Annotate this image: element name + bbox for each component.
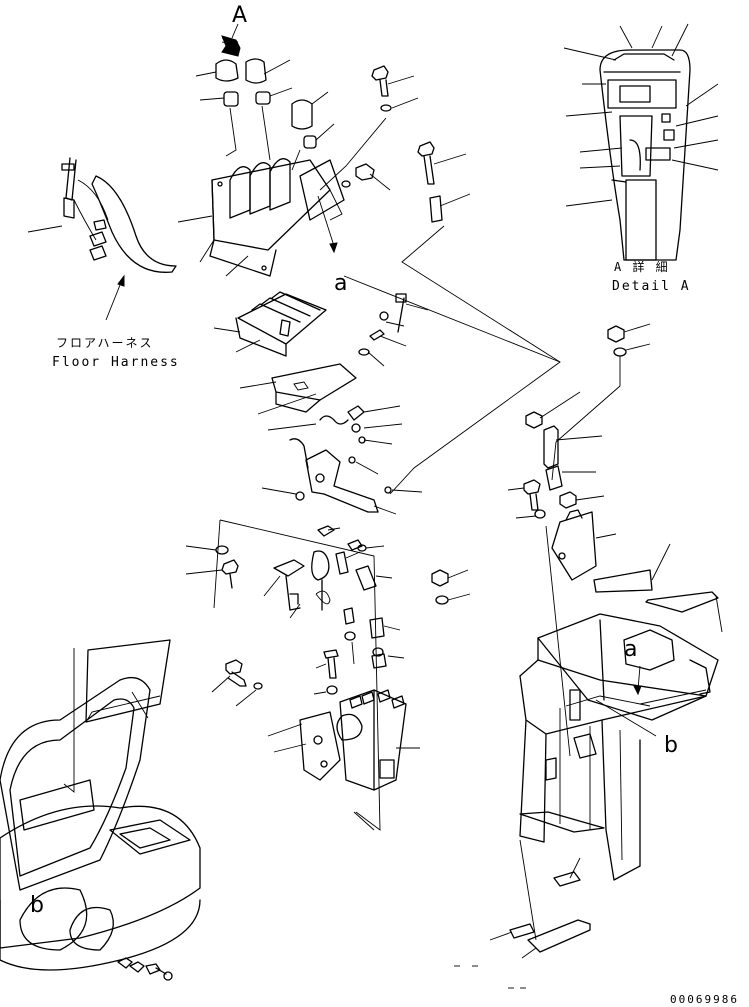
ref-label-a-frame: a [624, 637, 637, 662]
main-frame: a b [454, 613, 719, 989]
detail-a-knob: A 詳 細 Detail A [563, 23, 719, 294]
ref-label-a-upper: a [334, 271, 347, 296]
harness-cover-assembly [177, 158, 345, 277]
nuts-right [431, 569, 471, 605]
operator-console: b [0, 639, 201, 981]
ref-label-b-console: b [30, 893, 44, 918]
detail-a-jp-label: A 詳 細 [614, 259, 670, 274]
drawing-number: 00069986 [670, 993, 739, 1006]
ribbed-plate [213, 291, 327, 357]
floor-harness-jp-label: フロアハーネス [56, 336, 154, 350]
switch-bracket-assembly [185, 519, 405, 831]
view-a-marker: A [221, 3, 247, 57]
view-a-label: A [232, 3, 247, 28]
right-small-parts [507, 323, 723, 757]
ref-label-b-frame: b [664, 733, 678, 758]
floor-harness-en-label: Floor Harness [52, 355, 180, 370]
bracket-plate [239, 363, 357, 415]
lever-knob-group [195, 58, 335, 171]
assembly-leader-lines [343, 225, 561, 495]
bolt-group-upper [319, 65, 471, 223]
floor-harness: フロアハーネス Floor Harness [27, 157, 180, 370]
control-valve-assembly [211, 649, 420, 831]
spring-hook-group [267, 405, 403, 445]
detail-a-en-label: Detail A [612, 279, 691, 294]
lever-arm [261, 438, 423, 515]
ref-arrow-a-upper: a [317, 195, 347, 296]
pins-mid [358, 293, 429, 367]
